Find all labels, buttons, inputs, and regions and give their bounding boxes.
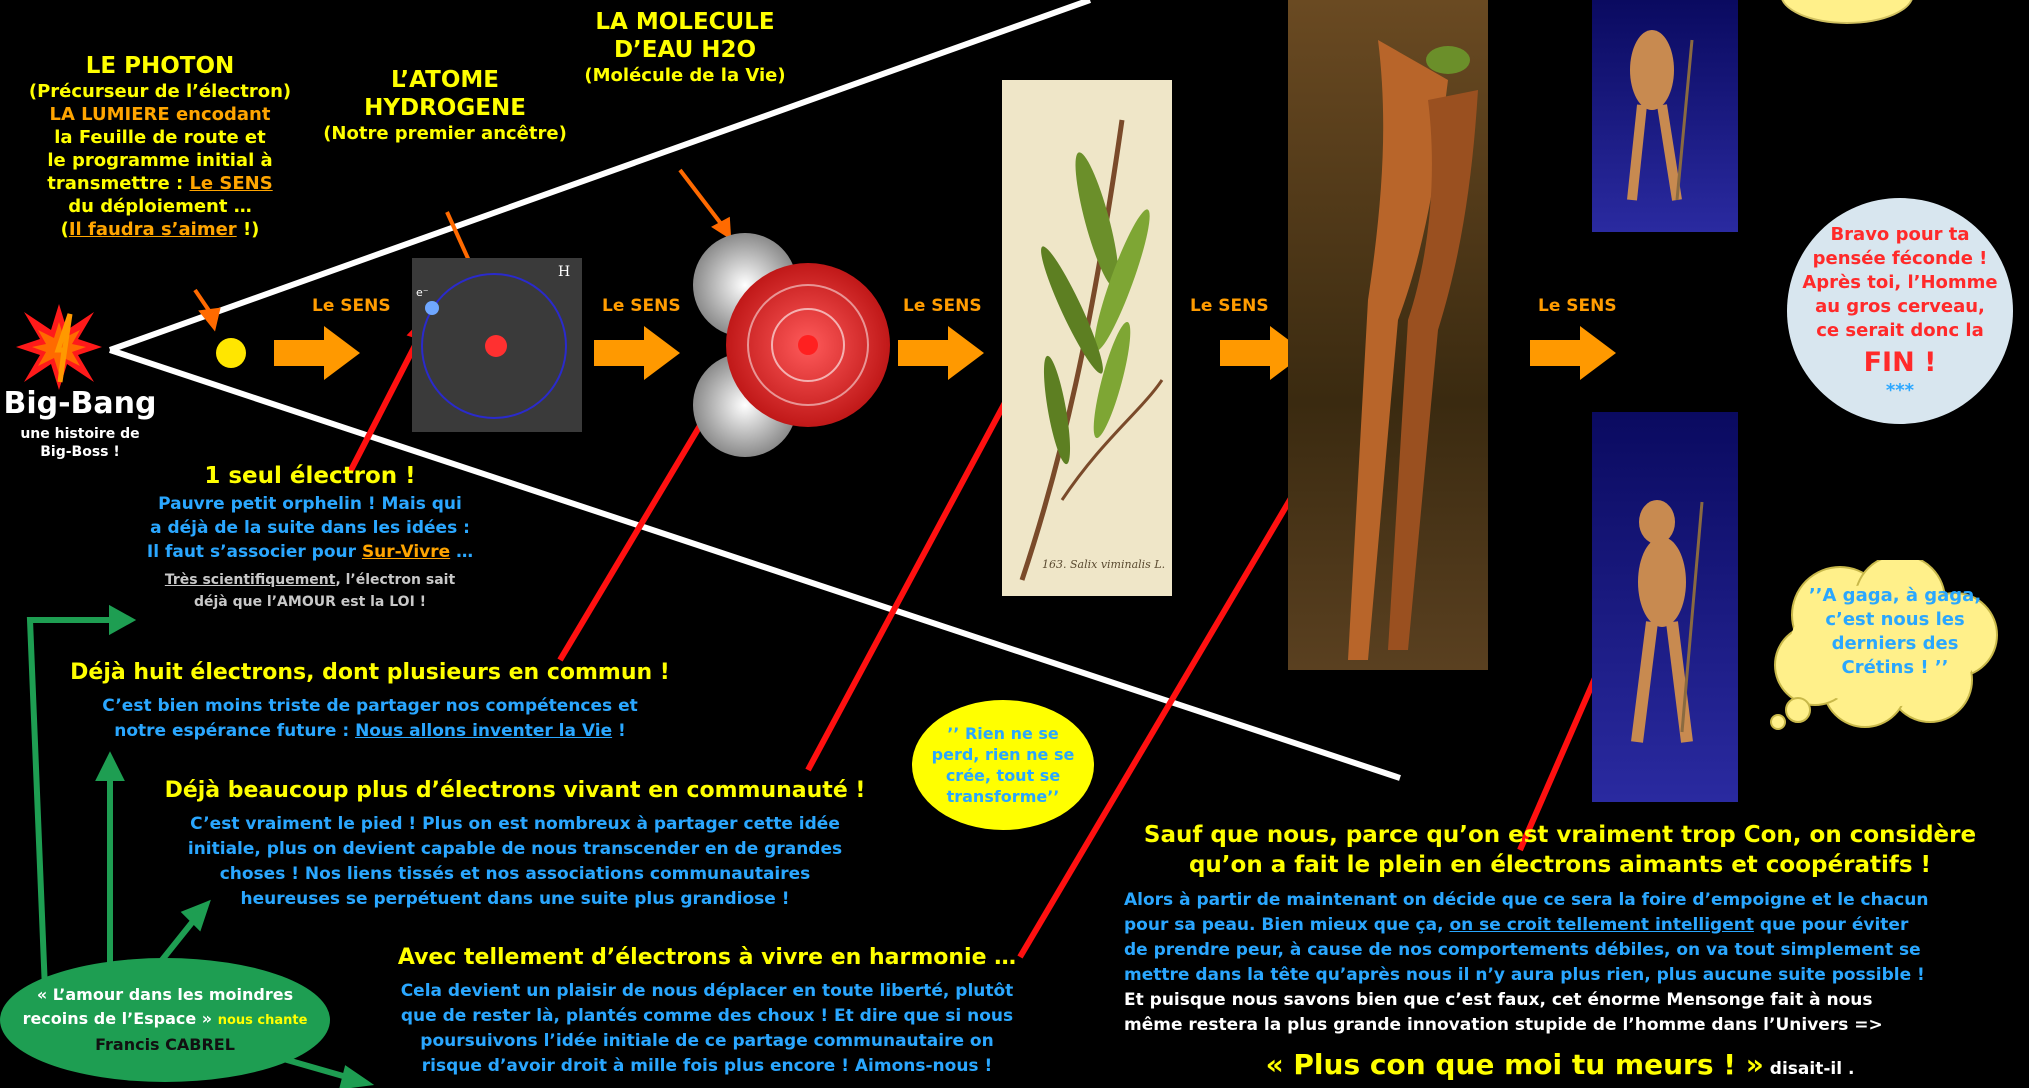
beaucoup-block: Déjà beaucoup plus d’électrons vivant en…	[130, 776, 900, 912]
beaucoup-p2: initiale, plus on devient capable de nou…	[130, 837, 900, 862]
photon-dot-icon	[216, 338, 246, 368]
gaga-line1: ’’A gaga, à gaga,	[1800, 584, 1990, 608]
photon-le-sens: Le SENS	[189, 173, 272, 194]
harmonie-block: Avec tellement d’électrons à vivre en ha…	[352, 943, 1062, 1079]
sauf-p4: mettre dans la tête qu’après nous il n’y…	[1124, 963, 2019, 988]
sauf-intelligent: on se croit tellement intelligent	[1449, 915, 1754, 935]
lavoisier-l3: crée, tout se	[932, 765, 1075, 786]
cabrel-l1: « L’amour dans les moindres	[23, 983, 308, 1007]
photon-line1: (Précurseur de l’électron)	[10, 80, 310, 103]
electron-tres-scientifiquement: Très scientifiquement	[165, 572, 336, 588]
electron-p2: a déjà de la suite dans les idées :	[120, 516, 500, 540]
lavoisier-bubble: ’’ Rien ne se perd, rien ne se crée, tou…	[912, 700, 1094, 830]
walking-man-top-image	[1592, 0, 1738, 232]
beaucoup-p3: choses ! Nos liens tissés et nos associa…	[130, 862, 900, 887]
bravo-line4: au gros cerveau,	[1802, 295, 1997, 319]
lavoisier-l4: transforme’’	[932, 786, 1075, 807]
photon-line5a: transmettre :	[47, 173, 189, 194]
molecule-block: LA MOLECULE D’EAU H2O (Molécule de la Vi…	[570, 8, 800, 88]
gaga-text: ’’A gaga, à gaga, c’est nous les dernier…	[1800, 584, 1990, 680]
sauf-final-disait: disait-il .	[1764, 1059, 1855, 1079]
harmonie-p3: poursuivons l’idée initiale de ce partag…	[352, 1029, 1062, 1054]
sauf-p6: même restera la plus grande innovation s…	[1124, 1013, 2019, 1038]
big-bang-title: Big-Bang	[0, 386, 160, 421]
lavoisier-l1: ’’ Rien ne se	[932, 723, 1075, 744]
sauf-paragraph: Alors à partir de maintenant on décide q…	[1124, 888, 2019, 1038]
big-bang-sub1: une histoire de	[0, 425, 160, 443]
atom-title2: HYDROGENE	[300, 94, 590, 122]
sauf-p5: Et puisque nous savons bien que c’est fa…	[1124, 988, 2019, 1013]
harmonie-p1: Cela devient un plaisir de nous déplacer…	[352, 979, 1062, 1004]
molecule-title1: LA MOLECULE	[570, 8, 800, 36]
electron-title: 1 seul électron !	[120, 460, 500, 492]
electron-p5: déjà que l’AMOUR est la LOI !	[120, 592, 500, 612]
plant-caption: 163. Salix viminalis L.	[1042, 558, 1165, 571]
big-bang-explosion-icon	[14, 302, 104, 392]
electron-sur-vivre: Sur-Vivre	[362, 542, 450, 562]
bravo-line5: ce serait donc la	[1802, 319, 1997, 343]
lavoisier-l2: perd, rien ne se	[932, 744, 1075, 765]
atom-label-h: H	[558, 264, 570, 280]
huit-inventer-la-vie: Nous allons inventer la Vie	[355, 721, 612, 741]
gaga-line2: c’est nous les	[1800, 608, 1990, 632]
willow-plant-image: 163. Salix viminalis L.	[1002, 80, 1172, 596]
sauf-title1: Sauf que nous, parce qu’on est vraiment …	[1110, 820, 2010, 850]
gaga-line3: derniers des	[1800, 632, 1990, 656]
photon-block: LE PHOTON (Précurseur de l’électron) LA …	[10, 52, 310, 241]
sens-label-3: Le SENS	[903, 296, 982, 316]
sauf-final: « Plus con que moi tu meurs ! » disait-i…	[1110, 1048, 2010, 1081]
sauf-title-block: Sauf que nous, parce qu’on est vraiment …	[1110, 820, 2010, 880]
sauf-title2: qu’on a fait le plein en électrons aiman…	[1110, 850, 2010, 880]
bravo-line2: pensée féconde !	[1802, 247, 1997, 271]
gerenuk-animal-image	[1288, 0, 1488, 670]
orange-arrow-3-icon	[898, 326, 984, 380]
sauf-p1: Alors à partir de maintenant on décide q…	[1124, 888, 2019, 913]
photon-line4: le programme initial à	[10, 149, 310, 172]
sens-label-5: Le SENS	[1538, 296, 1617, 316]
beaucoup-p4: heureuses se perpétuent dans une suite p…	[130, 887, 900, 912]
hydrogen-atom-image: H e⁻	[412, 258, 582, 432]
gaga-line4: Crétins ! ’’	[1800, 656, 1990, 680]
photon-line2: LA LUMIERE encodant	[10, 103, 310, 126]
bravo-line3: Après toi, l’Homme	[1802, 271, 1997, 295]
bravo-circle: Bravo pour ta pensée féconde ! Après toi…	[1787, 198, 2013, 424]
huit-block: Déjà huit électrons, dont plusieurs en c…	[30, 658, 710, 744]
big-bang-sub2: Big-Boss !	[0, 443, 160, 461]
atom-sub: (Notre premier ancêtre)	[300, 122, 590, 146]
beaucoup-title: Déjà beaucoup plus d’électrons vivant en…	[130, 776, 900, 806]
photon-il-faudra: Il faudra s’aimer	[69, 219, 237, 240]
atom-block: L’ATOME HYDROGENE (Notre premier ancêtre…	[300, 66, 590, 146]
atom-label-e: e⁻	[416, 286, 429, 299]
photon-line6: du déploiement …	[10, 195, 310, 218]
sens-label-2: Le SENS	[602, 296, 681, 316]
cabrel-nous-chante: nous chante	[218, 1013, 308, 1028]
atom-title1: L’ATOME	[300, 66, 590, 94]
huit-title: Déjà huit électrons, dont plusieurs en c…	[30, 658, 710, 688]
bravo-line1: Bravo pour ta	[1802, 223, 1997, 247]
orange-arrow-2-icon	[594, 326, 680, 380]
photon-line3: la Feuille de route et	[10, 126, 310, 149]
bravo-stars: ***	[1802, 383, 1997, 399]
walking-man-bottom-image	[1592, 412, 1738, 802]
water-molecule-image	[690, 210, 890, 480]
harmonie-p2: que de rester là, plantés comme des chou…	[352, 1004, 1062, 1029]
molecule-sub: (Molécule de la Vie)	[570, 64, 800, 88]
beaucoup-p1: C’est vraiment le pied ! Plus on est nom…	[130, 812, 900, 837]
harmonie-title: Avec tellement d’électrons à vivre en ha…	[352, 943, 1062, 973]
harmonie-p4: risque d’avoir droit à mille fois plus e…	[352, 1054, 1062, 1079]
bravo-fin: FIN !	[1802, 343, 1997, 383]
cabrel-l3: Francis CABREL	[23, 1033, 308, 1057]
electron-block: 1 seul électron ! Pauvre petit orphelin …	[120, 460, 500, 612]
sauf-final-quote: « Plus con que moi tu meurs ! »	[1266, 1048, 1764, 1081]
photon-title: LE PHOTON	[10, 52, 310, 80]
huit-p1: C’est bien moins triste de partager nos …	[30, 694, 710, 719]
orange-arrow-1-icon	[274, 326, 360, 380]
sauf-p3: de prendre peur, à cause de nos comporte…	[1124, 938, 2019, 963]
electron-p1: Pauvre petit orphelin ! Mais qui	[120, 492, 500, 516]
orange-arrow-5-icon	[1530, 326, 1616, 380]
molecule-title2: D’EAU H2O	[570, 36, 800, 64]
sens-label-1: Le SENS	[312, 296, 391, 316]
sens-label-4: Le SENS	[1190, 296, 1269, 316]
cabrel-ellipse: « L’amour dans les moindres recoins de l…	[0, 958, 330, 1082]
